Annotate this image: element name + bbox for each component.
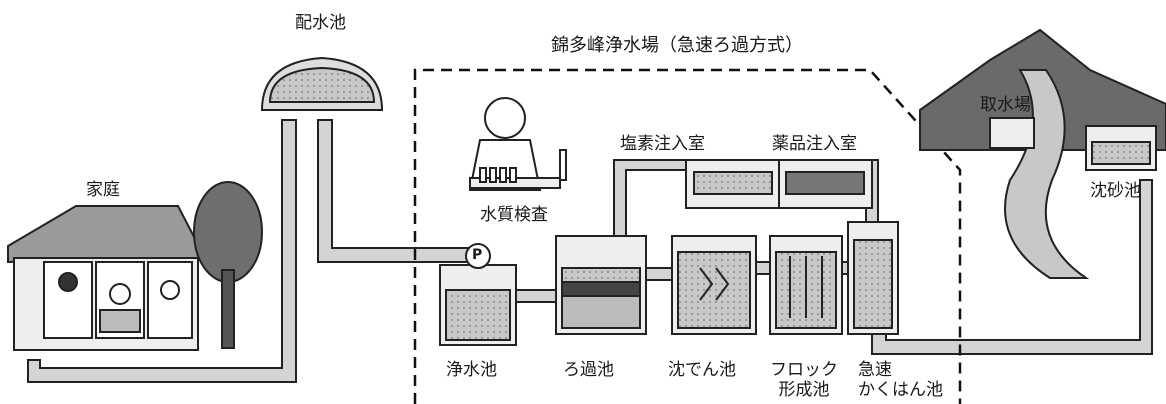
sand-basin-label: 沈砂池 xyxy=(1090,181,1141,201)
filter-basin-label: ろ過池 xyxy=(563,360,614,380)
rapid-mix-label-line1: 急速 xyxy=(858,360,892,380)
tree xyxy=(193,181,263,349)
floc-label-line1: フロック xyxy=(770,360,838,380)
floc-label: フロック 形成池 xyxy=(770,360,838,400)
rapid-mix-label: 急速 かくはん池 xyxy=(858,360,943,400)
pump-label: P xyxy=(472,247,483,263)
reservoir xyxy=(260,56,384,111)
house xyxy=(7,205,207,351)
chemical-building xyxy=(685,159,873,209)
chlorine-room-label: 塩素注入室 xyxy=(620,134,705,154)
intake-label: 取水場 xyxy=(980,95,1031,115)
mountain-river xyxy=(919,28,1166,279)
scientist xyxy=(468,97,567,191)
water-quality-label: 水質検査 xyxy=(480,205,548,225)
reservoir-label: 配水池 xyxy=(295,13,346,33)
sand-basin xyxy=(1085,125,1157,171)
pipe-reservoir-to-pump xyxy=(317,119,471,263)
rapid-mix-label-line2: かくはん池 xyxy=(858,379,943,400)
pipe-reservoir-to-home xyxy=(27,119,297,383)
plant-boundary xyxy=(413,68,962,404)
sedimentation-label: 沈でん池 xyxy=(668,360,736,380)
chemical-room-label: 薬品注入室 xyxy=(772,134,857,154)
pump-symbol xyxy=(465,243,491,269)
treatment-tanks xyxy=(439,221,899,346)
clear-well-label: 浄水池 xyxy=(446,360,497,380)
home-label: 家庭 xyxy=(86,180,120,200)
plant-title: 錦多峰浄水場（急速ろ過方式） xyxy=(551,35,803,56)
floc-label-line2: 形成池 xyxy=(778,379,830,400)
pipe-clearwell-filter xyxy=(515,289,561,303)
